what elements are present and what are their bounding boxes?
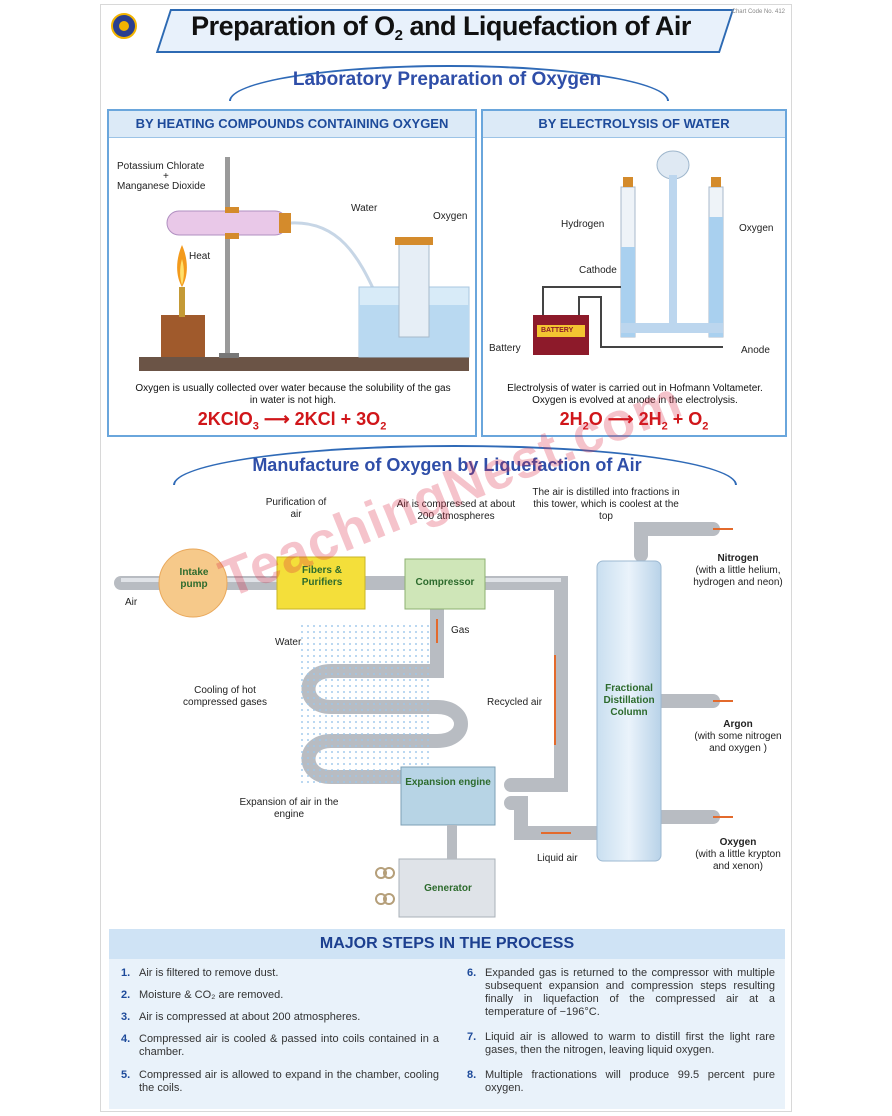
outlet-arrows-shape xyxy=(713,528,733,818)
water-chamber-shape xyxy=(301,625,431,785)
battery-label-shape xyxy=(537,325,585,337)
test-tube-shape xyxy=(166,210,288,236)
step-item: 5.Compressed air is allowed to expand in… xyxy=(121,1069,439,1094)
clamp-bottom-shape xyxy=(225,233,239,239)
label-heat: Heat xyxy=(189,251,211,262)
fibers-purifiers-shape xyxy=(276,556,366,610)
burner-base-shape xyxy=(161,315,205,357)
lab-heading: Laboratory Preparation of Oxygen xyxy=(292,69,602,90)
generator-shape xyxy=(398,858,496,918)
label-generator: Generator xyxy=(424,883,472,894)
title-bar: Preparation of O2 and Liquefaction of Ai… xyxy=(101,5,791,53)
label-oxygen-note: (with a little krypton and xenon) xyxy=(695,849,781,872)
label-purification: Purification of air xyxy=(265,497,327,520)
step-item: 2.Moisture & CO₂ are removed. xyxy=(121,989,284,1001)
label-mf-oxygen: Oxygen xyxy=(719,837,757,848)
label-manganese: Manganese Dioxide xyxy=(117,181,206,192)
clamp-top-shape xyxy=(225,207,239,213)
stand-base-shape xyxy=(219,353,239,358)
label-expansion-engine: Expansion engine xyxy=(405,777,491,788)
label-cathode: Cathode xyxy=(579,265,617,276)
delivery-tube-shape xyxy=(290,221,379,298)
label-water: Water xyxy=(351,203,378,214)
hydrogen-water-shape xyxy=(621,247,635,337)
label-el-oxygen: Oxygen xyxy=(739,223,774,234)
hydrogen-stopcock-shape xyxy=(623,177,633,187)
label-cooling: Cooling of hot compressed gases xyxy=(183,685,267,708)
tube-cork-shape xyxy=(279,213,291,233)
electrolysis-caption: Electrolysis of water is carried out in … xyxy=(507,383,763,406)
label-column: Fractional Distillation Column xyxy=(603,683,655,718)
publisher-logo-icon xyxy=(111,13,137,39)
compressor-shape xyxy=(404,558,486,610)
base-tube-shape xyxy=(621,323,723,333)
step-item: 3.Air is compressed at about 200 atmosph… xyxy=(121,1011,361,1023)
chart-code: Chart Code No. 412 xyxy=(731,9,785,15)
electrolysis-equation: 2H2O ⟶ 2H2 + O2 xyxy=(559,409,709,433)
label-argon-note: (with some nitrogen and oxygen ) xyxy=(694,731,782,754)
heating-equation: 2KClO3 ⟶ 2KCl + 3O2 xyxy=(197,409,387,433)
page-title: Preparation of O2 and Liquefaction of Ai… xyxy=(191,11,691,44)
label-gas: Gas xyxy=(451,625,470,636)
heating-apparatus-diagram xyxy=(139,157,470,371)
wire-anode-shape xyxy=(578,296,723,348)
label-fibers: Fibers & Purifiers xyxy=(301,565,343,588)
label-hydrogen: Hydrogen xyxy=(561,219,605,230)
major-steps-box: MAJOR STEPS IN THE PROCESS 1.Air is filt… xyxy=(109,929,785,1109)
burner-tube-shape xyxy=(179,287,185,317)
heating-panel: BY HEATING COMPOUNDS CONTAINING OXYGEN P… xyxy=(107,109,477,437)
flame-core-shape xyxy=(180,259,184,285)
label-plus: + xyxy=(163,171,169,182)
electrolysis-panel-title: BY ELECTROLYSIS OF WATER xyxy=(483,111,785,138)
bench-shape xyxy=(139,357,469,371)
wire-cathode-shape xyxy=(542,286,621,315)
step-item: 8.Multiple fractionations will produce 9… xyxy=(467,1069,775,1094)
generator-coil-shape xyxy=(375,867,395,905)
oxygen-water-shape xyxy=(709,217,723,337)
reservoir-bulb-shape xyxy=(656,150,690,180)
label-anode: Anode xyxy=(741,345,770,356)
step-item: 7.Liquid air is allowed to warm to disti… xyxy=(467,1031,775,1056)
steps-heading: MAJOR STEPS IN THE PROCESS xyxy=(109,929,785,959)
label-liquid-air: Liquid air xyxy=(537,853,578,864)
hofmann-voltameter-diagram xyxy=(533,150,724,355)
label-potassium: Potassium Chlorate xyxy=(117,161,205,172)
liquefaction-process-diagram xyxy=(114,522,733,918)
step-item: 6.Expanded gas is returned to the compre… xyxy=(467,967,775,1018)
generator-shaft-shape xyxy=(447,825,457,859)
heating-panel-title: BY HEATING COMPOUNDS CONTAINING OXYGEN xyxy=(109,111,475,138)
label-intake-pump: Intake pump xyxy=(179,567,209,590)
gas-jar-lid-shape xyxy=(395,237,433,245)
battery-text: BATTERY xyxy=(541,327,574,334)
label-battery: Battery xyxy=(489,343,521,354)
label-oxygen: Oxygen xyxy=(433,211,468,222)
chart-poster: Preparation of O2 and Liquefaction of Ai… xyxy=(100,4,792,1112)
step-item: 1.Air is filtered to remove dust. xyxy=(121,967,279,979)
label-recycled-air: Recycled air xyxy=(487,697,543,708)
label-tower-note: The air is distilled into fractions in t… xyxy=(532,487,680,522)
manufacture-heading: Manufacture of Oxygen by Liquefaction of… xyxy=(252,455,642,475)
heating-caption: Oxygen is usually collected over water b… xyxy=(135,383,451,406)
label-compressor: Compressor xyxy=(415,577,475,588)
electrolysis-panel: BY ELECTROLYSIS OF WATER Hydrogen Oxygen… xyxy=(481,109,787,437)
step-item: 4.Compressed air is cooled & passed into… xyxy=(121,1033,439,1058)
label-air: Air xyxy=(125,597,138,608)
label-compressed-note: Air is compressed at about 200 atmospher… xyxy=(396,499,516,522)
stand-rod-shape xyxy=(225,157,230,357)
center-tube-shape xyxy=(669,175,677,325)
oxygen-stopcock-shape xyxy=(711,177,721,187)
label-nitrogen: Nitrogen xyxy=(717,553,759,564)
label-water: Water xyxy=(275,637,302,648)
expansion-engine-shape xyxy=(400,766,496,826)
distillation-column-shape xyxy=(596,560,662,862)
label-argon: Argon xyxy=(723,719,753,730)
label-nitrogen-note: (with a little helium, hydrogen and neon… xyxy=(693,565,783,588)
gas-jar-shape xyxy=(398,240,430,338)
intake-pump-shape xyxy=(158,548,228,618)
label-expansion-air: Expansion of air in the engine xyxy=(239,797,339,820)
